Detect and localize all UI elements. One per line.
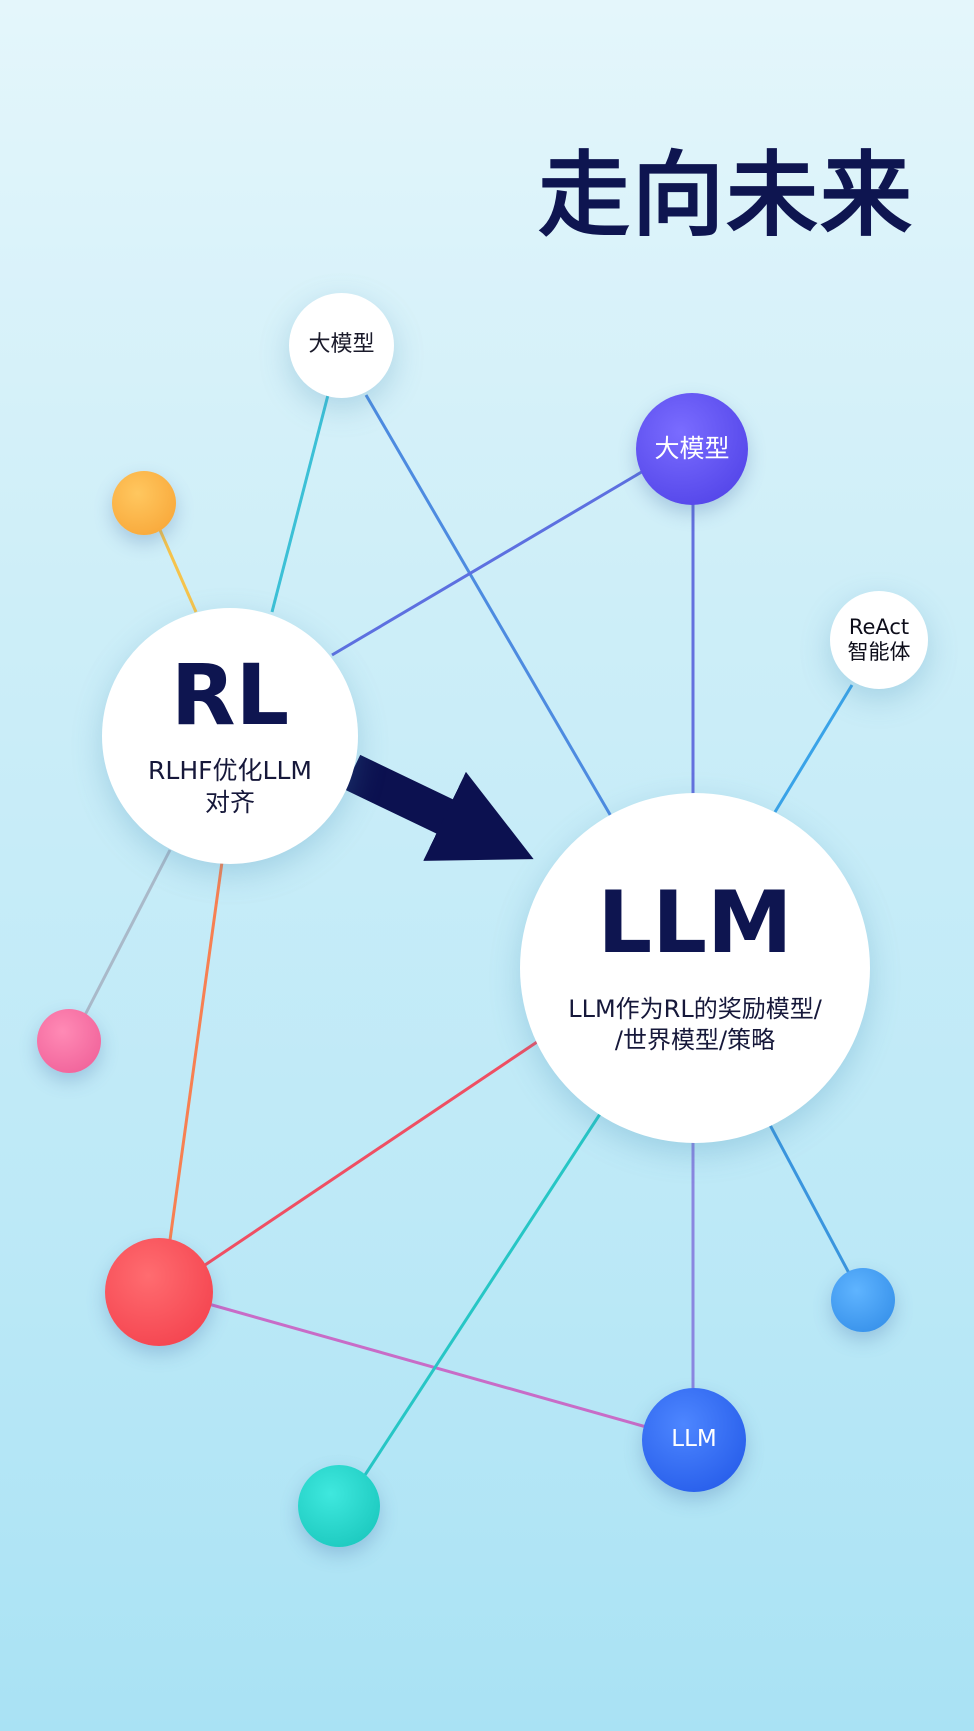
- llm-main-node: LLM LLM作为RL的奖励模型/ /世界模型/策略: [520, 793, 870, 1143]
- llm-main-title: LLM: [597, 872, 793, 973]
- edge-llm-lightblue: [768, 1124, 852, 1276]
- react-agent-label: ReAct 智能体: [847, 614, 911, 664]
- top-big-model-node: 大模型: [289, 293, 394, 398]
- rl-to-llm-arrow: [343, 754, 534, 861]
- orange-dot: [112, 471, 176, 535]
- rl-title: RL: [170, 645, 290, 744]
- light-blue-dot: [831, 1268, 895, 1332]
- purple-big-model-node: 大模型: [636, 393, 748, 505]
- edge-llm-teal: [363, 1113, 602, 1476]
- edge-topmodel-llm: [364, 394, 614, 819]
- red-dot: [105, 1238, 213, 1346]
- edge-rl-red: [168, 861, 224, 1241]
- edge-react-llm: [773, 684, 854, 813]
- rl-description: RLHF优化LLM 对齐: [148, 755, 312, 818]
- edge-red-bluellm: [204, 1301, 651, 1430]
- llm-main-description: LLM作为RL的奖励模型/ /世界模型/策略: [568, 994, 822, 1054]
- edge-purple-rl: [331, 468, 646, 657]
- page-title: 走向未来: [537, 142, 914, 249]
- edge-orange-rl: [158, 529, 198, 613]
- blue-llm-label: LLM: [671, 1426, 717, 1453]
- edge-topmodel-rl: [270, 394, 330, 613]
- top-big-model-label: 大模型: [308, 332, 375, 358]
- blue-llm-node: LLM: [642, 1388, 746, 1492]
- rl-node: RL RLHF优化LLM 对齐: [102, 608, 358, 864]
- edge-rl-pink: [83, 849, 172, 1016]
- pink-dot: [37, 1009, 101, 1073]
- teal-dot: [298, 1465, 380, 1547]
- edge-llm-red: [204, 1038, 541, 1267]
- react-agent-node: ReAct 智能体: [830, 591, 928, 689]
- purple-big-model-label: 大模型: [654, 434, 730, 463]
